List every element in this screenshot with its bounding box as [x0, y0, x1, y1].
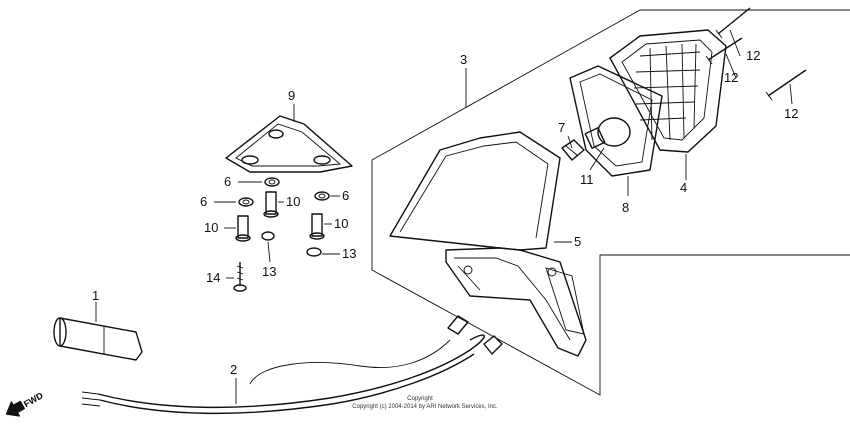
wire-harness-2: [81, 315, 503, 415]
socket-7: [561, 139, 585, 161]
callout-8: 8: [622, 200, 629, 215]
callout-2: 2: [230, 362, 237, 377]
forward-label: FWD: [22, 390, 45, 409]
leader-lines: [95, 29, 793, 404]
callout-12-middle: 12: [724, 70, 738, 85]
screw-12-top: [715, 7, 751, 39]
bolt-14: [233, 262, 247, 292]
callout-labels: 1 2 3 4 5 6 6 6 7 8 9 10 10 10 11 12 12 …: [92, 48, 798, 377]
nut-13-right: [306, 247, 322, 257]
grommet-6-right: [314, 191, 330, 201]
callout-14: 14: [206, 270, 220, 285]
lens-4: [609, 29, 727, 153]
callout-6-left: 6: [200, 194, 207, 209]
assembly-boundary: [371, 9, 850, 396]
bracket-plate-9: [225, 115, 353, 173]
callout-7: 7: [558, 120, 565, 135]
nut-13-left: [261, 231, 275, 241]
callout-1: 1: [92, 288, 99, 303]
callout-10-middle: 10: [286, 194, 300, 209]
screw-12-right: [765, 69, 807, 101]
callout-10-right: 10: [334, 216, 348, 231]
callout-4: 4: [680, 180, 687, 195]
taillight-base-5: [389, 131, 587, 357]
copyright-line-2: Copyright (c) 2004-2014 by ARI Network S…: [352, 404, 498, 410]
callout-12-top: 12: [746, 48, 760, 63]
callout-6-right: 6: [342, 188, 349, 203]
callout-13-left: 13: [262, 264, 276, 279]
copyright-line-1: Copyright: [407, 396, 433, 402]
copyright-notice: Copyright Copyright (c) 2004-2014 by ARI…: [352, 396, 498, 410]
collar-10-right: [309, 213, 325, 240]
callout-11: 11: [580, 172, 594, 187]
callout-13-right: 13: [342, 246, 356, 261]
callout-3: 3: [460, 52, 467, 67]
gasket-8: [569, 65, 663, 177]
bulb-11: [584, 117, 631, 149]
collar-10-left: [235, 215, 251, 242]
rubber-boot-1: [53, 317, 143, 361]
callout-9: 9: [288, 88, 295, 103]
grommet-6-top: [264, 177, 280, 187]
grommet-6-left: [238, 197, 254, 207]
callout-12-right: 12: [784, 106, 798, 121]
callout-10-left: 10: [204, 220, 218, 235]
forward-direction-indicator: FWD: [5, 390, 45, 417]
collar-10-middle: [263, 191, 279, 218]
callout-5: 5: [574, 234, 581, 249]
callout-6-top: 6: [224, 174, 231, 189]
forward-arrow-icon: [5, 400, 25, 417]
